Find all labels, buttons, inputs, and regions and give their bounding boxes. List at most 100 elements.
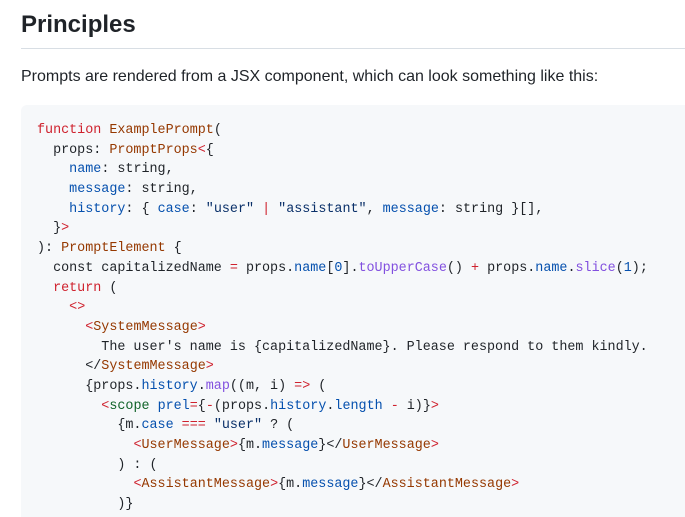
code-token: } xyxy=(37,221,62,237)
code-line: name: string, xyxy=(37,160,648,180)
code-line: function ExamplePrompt( xyxy=(37,121,648,141)
code-token: : xyxy=(93,142,110,158)
code-token: > xyxy=(430,398,439,414)
code-line: The user's name is {capitalizedName}. Pl… xyxy=(37,338,648,358)
code-token: > xyxy=(197,319,206,335)
code-token: === xyxy=(181,418,206,434)
code-token: The user's name is {capitalizedName}. Pl… xyxy=(37,339,648,355)
code-token xyxy=(37,438,133,453)
code-token: AssistantMessage xyxy=(141,477,271,493)
code-token: i)} xyxy=(398,398,431,414)
code-line: <UserMessage>{m.message}</UserMessage> xyxy=(37,436,648,456)
code-token: UserMessage xyxy=(342,438,431,453)
intro-paragraph: Prompts are rendered from a JSX componen… xyxy=(21,68,599,85)
code-line: message: string, xyxy=(37,180,648,200)
code-token: AssistantMessage xyxy=(382,477,512,493)
code-token: prel xyxy=(157,398,190,414)
code-token xyxy=(37,182,69,197)
code-line: return ( xyxy=(37,279,648,299)
code-token: < xyxy=(85,319,94,335)
code-token: ): xyxy=(37,241,62,257)
code-token: "user" xyxy=(205,201,255,217)
code-token: - xyxy=(205,398,214,414)
code-line: {m.case === "user" ? ( xyxy=(37,416,648,436)
code-token: {props. xyxy=(37,378,142,394)
code-token: | xyxy=(262,201,271,217)
code-token xyxy=(150,399,158,414)
code-token xyxy=(37,300,69,315)
code-token: "user" xyxy=(213,418,263,434)
code-line: </SystemMessage> xyxy=(37,357,648,377)
code-token: length xyxy=(334,398,383,414)
code-token: scope xyxy=(109,398,150,414)
code-token: > xyxy=(430,438,439,453)
code-token: }</ xyxy=(318,438,343,453)
code-token: = xyxy=(189,398,198,414)
code-token: slice xyxy=(575,260,616,276)
code-token: . xyxy=(197,378,206,394)
code-line: }> xyxy=(37,219,648,239)
code-token: ((m, i) xyxy=(229,378,295,394)
code-token xyxy=(37,477,133,492)
code-token xyxy=(37,162,69,177)
code-token: { xyxy=(165,241,182,257)
code-token xyxy=(37,359,85,374)
code-token: > xyxy=(61,221,70,237)
code-token: history xyxy=(69,201,126,217)
heading-divider xyxy=(21,48,685,49)
code-token xyxy=(37,399,101,414)
code-token xyxy=(254,202,262,217)
code-token: ? ( xyxy=(262,418,295,434)
code-token: > xyxy=(229,438,238,453)
code-line: <AssistantMessage>{m.message}</Assistant… xyxy=(37,475,648,495)
code-token: {m. xyxy=(237,438,263,453)
code-line: ): PromptElement { xyxy=(37,239,648,259)
code-token: {m. xyxy=(37,418,142,434)
code-token: ]. xyxy=(342,260,359,276)
code-token: message xyxy=(302,477,359,493)
code-token: {m. xyxy=(278,477,303,493)
code-token: PromptElement xyxy=(61,241,166,257)
code-token: (props. xyxy=(213,398,271,414)
code-token: : string, xyxy=(101,162,174,178)
code-token: ExamplePrompt xyxy=(109,123,214,138)
code-token xyxy=(206,418,214,433)
code-token xyxy=(270,202,278,217)
code-line: <SystemMessage> xyxy=(37,318,648,338)
code-token: : string, xyxy=(125,182,198,198)
code-token: props. xyxy=(479,260,536,276)
code-token xyxy=(37,202,69,217)
code-token: name xyxy=(535,260,568,276)
code-token: < xyxy=(133,438,142,453)
code-token: () xyxy=(446,260,471,276)
code-token: name xyxy=(294,260,327,276)
code-token: + xyxy=(471,260,480,276)
code-line: props: PromptProps<{ xyxy=(37,141,648,161)
code-token xyxy=(174,418,182,433)
code-token: > xyxy=(270,477,279,493)
code-token: = xyxy=(229,260,238,276)
code-token: <> xyxy=(69,300,86,316)
code-token: : string }[], xyxy=(438,201,544,217)
code-line: )} xyxy=(37,495,648,515)
code-token: [ xyxy=(326,260,335,276)
code-token: case xyxy=(157,201,190,217)
code-token: . xyxy=(326,398,335,414)
code-token: "assistant" xyxy=(278,201,367,217)
code-token: SystemMessage xyxy=(101,359,206,375)
code-token: )} xyxy=(37,497,134,513)
code-token: { xyxy=(197,398,206,414)
code-token: map xyxy=(205,378,230,394)
code-token: ( xyxy=(310,378,327,394)
code-token: UserMessage xyxy=(141,438,230,453)
code-token: - xyxy=(390,398,399,414)
code-token: const capitalizedName xyxy=(37,260,230,276)
code-token: </ xyxy=(85,359,102,375)
code-token: ( xyxy=(615,260,624,276)
code-token: { xyxy=(205,142,214,158)
code-token: > xyxy=(205,359,214,375)
code-line: {props.history.map((m, i) => ( xyxy=(37,377,648,397)
code-token: props xyxy=(37,142,94,158)
code-token: : xyxy=(189,201,206,217)
